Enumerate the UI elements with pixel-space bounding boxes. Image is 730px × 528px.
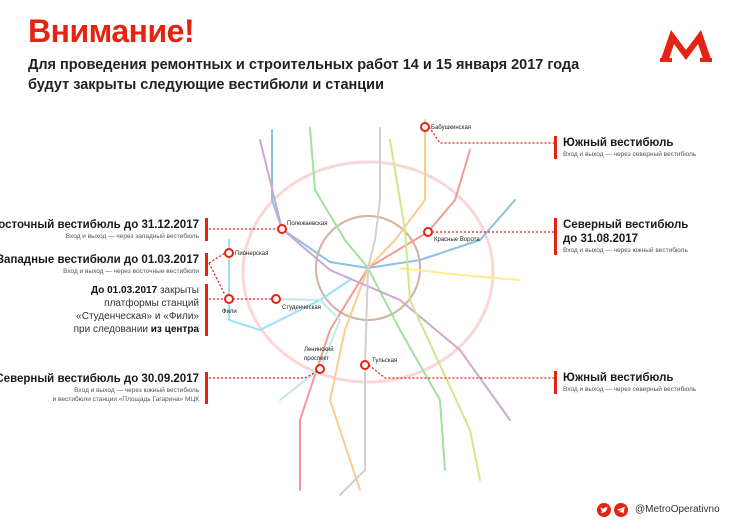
label-pionerskaya: Пионерская: [235, 251, 268, 257]
callout-platforms: До 01.03.2017 закрыты платформы станций …: [74, 284, 208, 336]
twitter-icon[interactable]: [597, 503, 611, 517]
ring-line: [315, 215, 421, 321]
station-krasnye-vorota-marker: [423, 227, 433, 237]
label-studencheskaya: Студенческая: [282, 305, 321, 311]
station-studencheskaya-marker: [271, 294, 281, 304]
label-fili: Фили: [222, 309, 237, 315]
line-orange: [328, 119, 426, 491]
social-footer: @MetroOperativno: [597, 503, 720, 517]
line-lightgreen: [389, 139, 481, 481]
line-teal: [275, 298, 342, 401]
callout-severny-left: Северный вестибюль до 30.09.2017 Вход и …: [0, 372, 208, 404]
station-polezhaevskaya-marker: [277, 224, 287, 234]
callout-yuzhny-top: Южный вестибюль Вход и выход — через сев…: [554, 136, 696, 159]
callout-severny-right: Северный вестибюль до 31.08.2017 Вход и …: [554, 218, 688, 255]
page-subtitle: Для проведения ремонтных и строительных …: [28, 57, 580, 93]
line-purple: [259, 139, 511, 421]
label-babushkinskaya: Бабушкинская: [431, 125, 471, 131]
callout-vostochny: Восточный вестибюль до 31.12.2017 Вход и…: [0, 218, 208, 241]
connector-tulskaya: [368, 364, 554, 379]
line-red: [299, 149, 471, 491]
line-grey: [339, 127, 381, 496]
line-green: [309, 127, 446, 471]
station-tulskaya-marker: [360, 360, 370, 370]
station-leninsky-marker: [315, 364, 325, 374]
label-leninsky-2: проспект: [304, 356, 329, 362]
social-handle[interactable]: @MetroOperativno: [635, 504, 720, 515]
mcc-ring: [241, 160, 495, 384]
line-yellow: [399, 267, 521, 281]
label-tulskaya: Тульская: [372, 358, 397, 364]
callout-zapadnye: Западные вестибюли до 01.03.2017 Вход и …: [0, 253, 208, 276]
connector-zapadnye: [208, 252, 226, 296]
metro-logo-icon: [660, 30, 712, 62]
label-leninsky-1: Ленинский: [304, 346, 334, 353]
callout-yuzhny-bottom: Южный вестибюль Вход и выход — через сев…: [554, 371, 696, 394]
connector-leninsky: [209, 371, 317, 379]
label-krasnye-vorota: Красные Ворота: [434, 237, 480, 243]
telegram-icon[interactable]: [614, 503, 628, 517]
line-blue: [271, 129, 516, 270]
station-babushkinskaya-marker: [420, 122, 430, 132]
line-lightblue: [228, 239, 351, 332]
page-title: Внимание!: [28, 13, 195, 49]
station-pionerskaya-marker: [224, 248, 234, 258]
station-fili-marker: [224, 294, 234, 304]
label-polezhaevskaya: Полежаевская: [287, 221, 327, 227]
